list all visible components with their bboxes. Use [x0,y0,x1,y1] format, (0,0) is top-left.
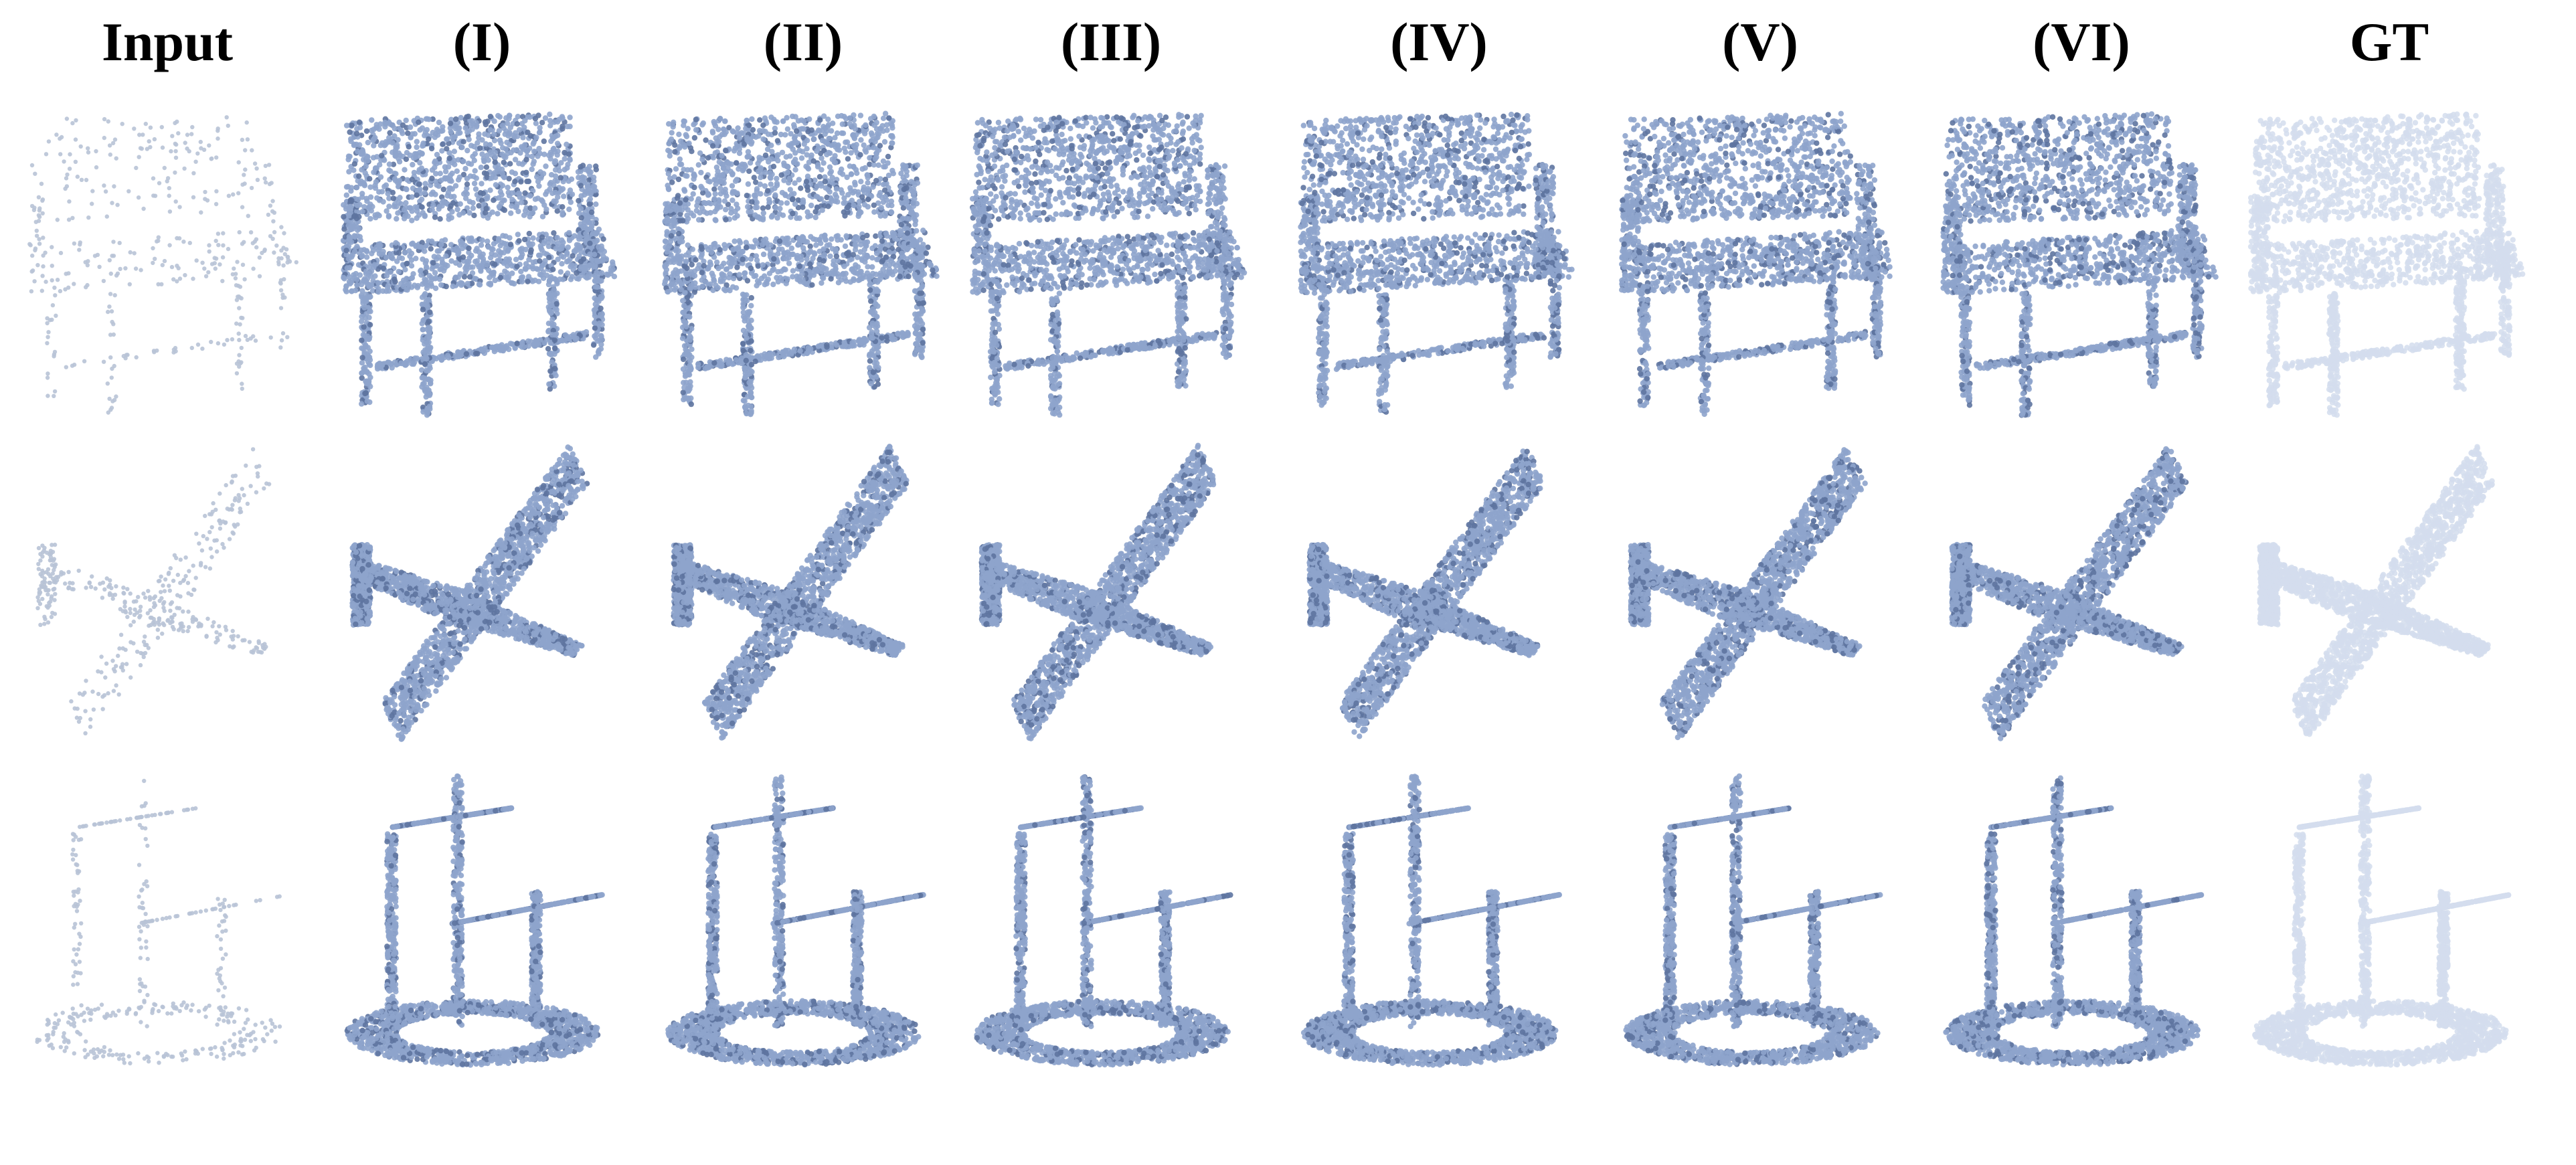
point-cloud-render [671,444,910,741]
column-header-5: (V) [1722,12,1798,72]
point-cloud-render [1298,111,1575,415]
point-cloud-render [970,112,1248,418]
point-cloud-ship-col-5 [1603,763,1917,1097]
point-cloud-render [974,774,1233,1068]
point-cloud-bench-col-7 [2232,94,2547,428]
point-cloud-render [1949,446,2189,741]
column-header-7: GT [2350,12,2429,72]
column-header-0: Input [102,12,233,72]
point-cloud-render [1940,111,2219,418]
point-cloud-render [1300,774,1562,1068]
column-header-1: (I) [453,12,511,72]
point-cloud-airplane-col-0 [10,442,325,776]
point-cloud-render [2257,444,2495,737]
point-cloud-airplane-col-6 [1924,442,2239,776]
point-cloud-bench-col-2 [646,94,960,428]
point-cloud-render [349,444,590,742]
column-header-4: (IV) [1390,12,1488,72]
point-cloud-ship-col-0 [10,763,325,1097]
point-cloud-render [978,442,1217,741]
column-header-2: (II) [764,12,843,72]
point-cloud-ship-col-6 [1924,763,2239,1097]
column-header-3: (III) [1061,12,1161,72]
point-cloud-ship-col-1 [325,763,639,1097]
point-cloud-render [1619,110,1893,418]
point-cloud-render [344,773,605,1068]
point-cloud-ship-col-4 [1282,763,1596,1097]
point-cloud-render [665,774,926,1068]
point-cloud-render [35,778,282,1066]
point-cloud-ship-col-7 [2232,763,2547,1097]
point-cloud-render [340,111,618,418]
point-cloud-render [662,110,940,418]
point-cloud-render [1628,447,1868,741]
point-cloud-bench-col-0 [10,94,325,428]
column-header-6: (VI) [2033,12,2130,72]
point-cloud-airplane-col-2 [646,442,960,776]
point-cloud-render [2252,773,2512,1068]
point-cloud-bench-col-5 [1603,94,1917,428]
point-cloud-bench-col-4 [1282,94,1596,428]
figure-grid [0,94,2576,1164]
point-cloud-bench-col-3 [954,94,1268,428]
point-cloud-airplane-col-3 [954,442,1268,776]
point-cloud-ship-col-2 [646,763,960,1097]
point-cloud-render [2247,111,2526,418]
point-cloud-render [1623,773,1883,1067]
point-cloud-airplane-col-7 [2232,442,2547,776]
point-cloud-bench-col-1 [325,94,639,428]
point-cloud-render [27,115,298,415]
point-cloud-airplane-col-4 [1282,442,1596,776]
point-cloud-render [1306,448,1543,739]
point-cloud-render [35,447,272,735]
point-cloud-airplane-col-1 [325,442,639,776]
point-cloud-airplane-col-5 [1603,442,1917,776]
point-cloud-ship-col-3 [954,763,1268,1097]
point-cloud-bench-col-6 [1924,94,2239,428]
point-cloud-render [1943,775,2205,1068]
